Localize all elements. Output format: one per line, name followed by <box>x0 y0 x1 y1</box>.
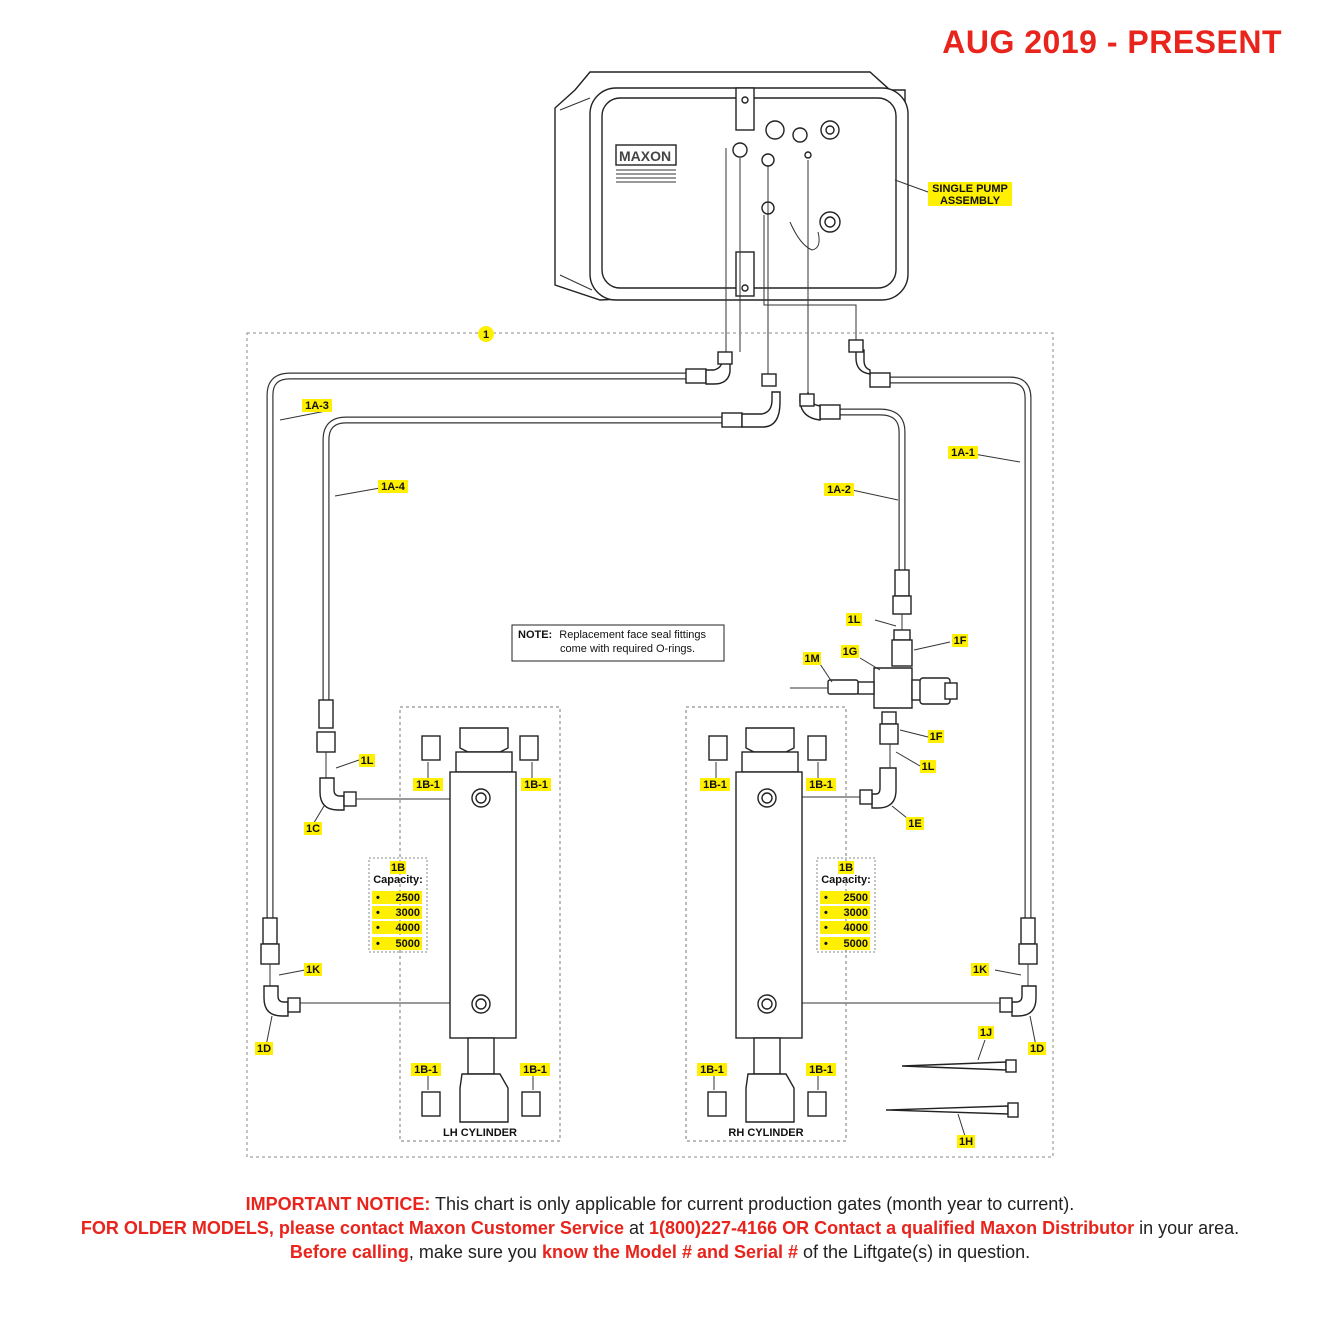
pump-label-highlight <box>928 182 1012 206</box>
pump-label-line2: ASSEMBLY <box>940 195 1001 207</box>
note-line1-text: NOTE: Replacement face seal fittings <box>518 629 707 641</box>
notice-text-4: , make sure you <box>408 1242 542 1262</box>
pump-decal <box>616 169 676 183</box>
note-label: NOTE: <box>518 629 552 641</box>
capacity-value: 4000 <box>396 922 420 934</box>
callout-1j: 1J <box>980 1027 992 1039</box>
capacity-value: 3000 <box>396 907 420 919</box>
capacity-bullet: • <box>376 938 380 950</box>
capacity-ref: 1B <box>839 862 853 874</box>
callout-1l-left: 1L <box>361 755 374 767</box>
notice-older-models: FOR OLDER MODELS, please contact Maxon C… <box>80 1218 624 1238</box>
capacity-label: Capacity: <box>373 874 423 886</box>
rh-capacity-list: 1B Capacity: • 2500 • 3000 • 4000 • 5000 <box>820 861 871 950</box>
single-pump-assembly: MAXON <box>554 71 909 301</box>
callout-1b1: 1B-1 <box>809 1064 833 1076</box>
callout-1h: 1H <box>959 1136 973 1148</box>
capacity-bullet: • <box>376 922 380 934</box>
important-notice: IMPORTANT NOTICE: This chart is only app… <box>60 1192 1260 1264</box>
notice-text-2: at <box>623 1218 649 1238</box>
notice-text-1: This chart is only applicable for curren… <box>430 1194 1075 1214</box>
elbow-fitting-1c <box>319 777 357 811</box>
callout-1b1: 1B-1 <box>703 779 727 791</box>
pump-label-line1: SINGLE PUMP <box>932 183 1008 195</box>
note-box <box>511 624 725 662</box>
callout-1c: 1C <box>306 823 320 835</box>
callout-1a3: 1A-3 <box>305 400 329 412</box>
callout-1m: 1M <box>804 653 819 665</box>
lh-cylinder-box <box>399 706 561 1142</box>
note-line1: Replacement face seal fittings <box>559 629 706 641</box>
capacity-bullet: • <box>824 922 828 934</box>
lh-cylinder-label: LH CYLINDER <box>443 1127 517 1139</box>
callout-1b1: 1B-1 <box>523 1064 547 1076</box>
capacity-bullet: • <box>824 892 828 904</box>
maxon-logo <box>615 144 677 166</box>
notice-before-calling: Before calling <box>289 1242 409 1262</box>
callout-1b1: 1B-1 <box>700 1064 724 1076</box>
valve-block-1g <box>790 629 958 745</box>
callout-1b1: 1B-1 <box>414 1064 438 1076</box>
callout-1a1: 1A-1 <box>951 447 975 459</box>
elbow-fitting-1d-left <box>263 985 301 1017</box>
callout-1l-bottom: 1L <box>922 761 935 773</box>
capacity-value: 5000 <box>844 938 868 950</box>
notice-phone: 1(800)227-4166 OR Contact a qualified Ma… <box>648 1218 1135 1238</box>
pump-brand: MAXON <box>619 148 671 164</box>
cable-tie-1h <box>885 1102 1019 1118</box>
callout-1f-top: 1F <box>954 635 967 647</box>
capacity-value: 3000 <box>844 907 868 919</box>
rh-cylinder-label: RH CYLINDER <box>728 1127 803 1139</box>
notice-model-serial: know the Model # and Serial # <box>541 1242 798 1262</box>
callout-1k-left: 1K <box>306 964 320 976</box>
capacity-label: Capacity: <box>821 874 871 886</box>
callout-1b1: 1B-1 <box>416 779 440 791</box>
capacity-ref: 1B <box>391 862 405 874</box>
capacity-bullet: • <box>824 907 828 919</box>
kit-callout: 1 <box>483 329 489 341</box>
capacity-value: 2500 <box>844 892 868 904</box>
callout-1b1: 1B-1 <box>809 779 833 791</box>
elbow-fitting-1e <box>859 767 897 809</box>
pump-port-fitting <box>765 120 785 140</box>
capacity-value: 4000 <box>844 922 868 934</box>
capacity-bullet: • <box>376 892 380 904</box>
rh-cylinder-box <box>685 706 847 1142</box>
notice-text-5: of the Liftgate(s) in question. <box>798 1242 1031 1262</box>
callout-1d-right: 1D <box>1030 1043 1044 1055</box>
notice-heading: IMPORTANT NOTICE: <box>245 1194 431 1214</box>
kit-boundary <box>246 332 1054 1158</box>
hose-end-fittings <box>260 339 1038 965</box>
callout-1b1: 1B-1 <box>524 779 548 791</box>
callout-1g: 1G <box>843 646 858 658</box>
lh-cylinder <box>449 727 517 1123</box>
rh-cylinder <box>735 727 803 1123</box>
note-line2: come with required O-rings. <box>560 643 695 655</box>
hydraulic-parts-diagram: MAXON SINGLE PUMP ASSEMBLY 1 <box>246 71 1054 1158</box>
callout-1a4: 1A-4 <box>381 481 406 493</box>
callout-labels: 1A-3 1A-4 1A-1 1A-2 1L 1F 1G 1M 1F 1L 1E… <box>255 399 1046 1148</box>
kit-callout-bg <box>478 326 494 342</box>
lh-capacity-box <box>368 857 428 953</box>
date-range-title: AUG 2019 - PRESENT <box>942 24 1282 60</box>
cable-tie-1j <box>901 1059 1017 1073</box>
elbow-fitting-1d-right <box>999 985 1037 1017</box>
capacity-bullet: • <box>824 938 828 950</box>
capacity-value: 5000 <box>396 938 420 950</box>
rh-capacity-box <box>816 857 876 953</box>
callout-1e: 1E <box>908 818 921 830</box>
callout-1d-left: 1D <box>257 1043 271 1055</box>
callout-1l-top: 1L <box>848 614 861 626</box>
lh-capacity-list: 1B Capacity: • 2500 • 3000 • 4000 • 5000 <box>372 861 423 950</box>
callout-1k-right: 1K <box>973 964 987 976</box>
notice-text-3: in your area. <box>1134 1218 1240 1238</box>
callout-1f-bottom: 1F <box>930 731 943 743</box>
capacity-value: 2500 <box>396 892 420 904</box>
capacity-bullet: • <box>376 907 380 919</box>
callout-1a2: 1A-2 <box>827 484 851 496</box>
bushings-1b1 <box>421 735 827 1117</box>
